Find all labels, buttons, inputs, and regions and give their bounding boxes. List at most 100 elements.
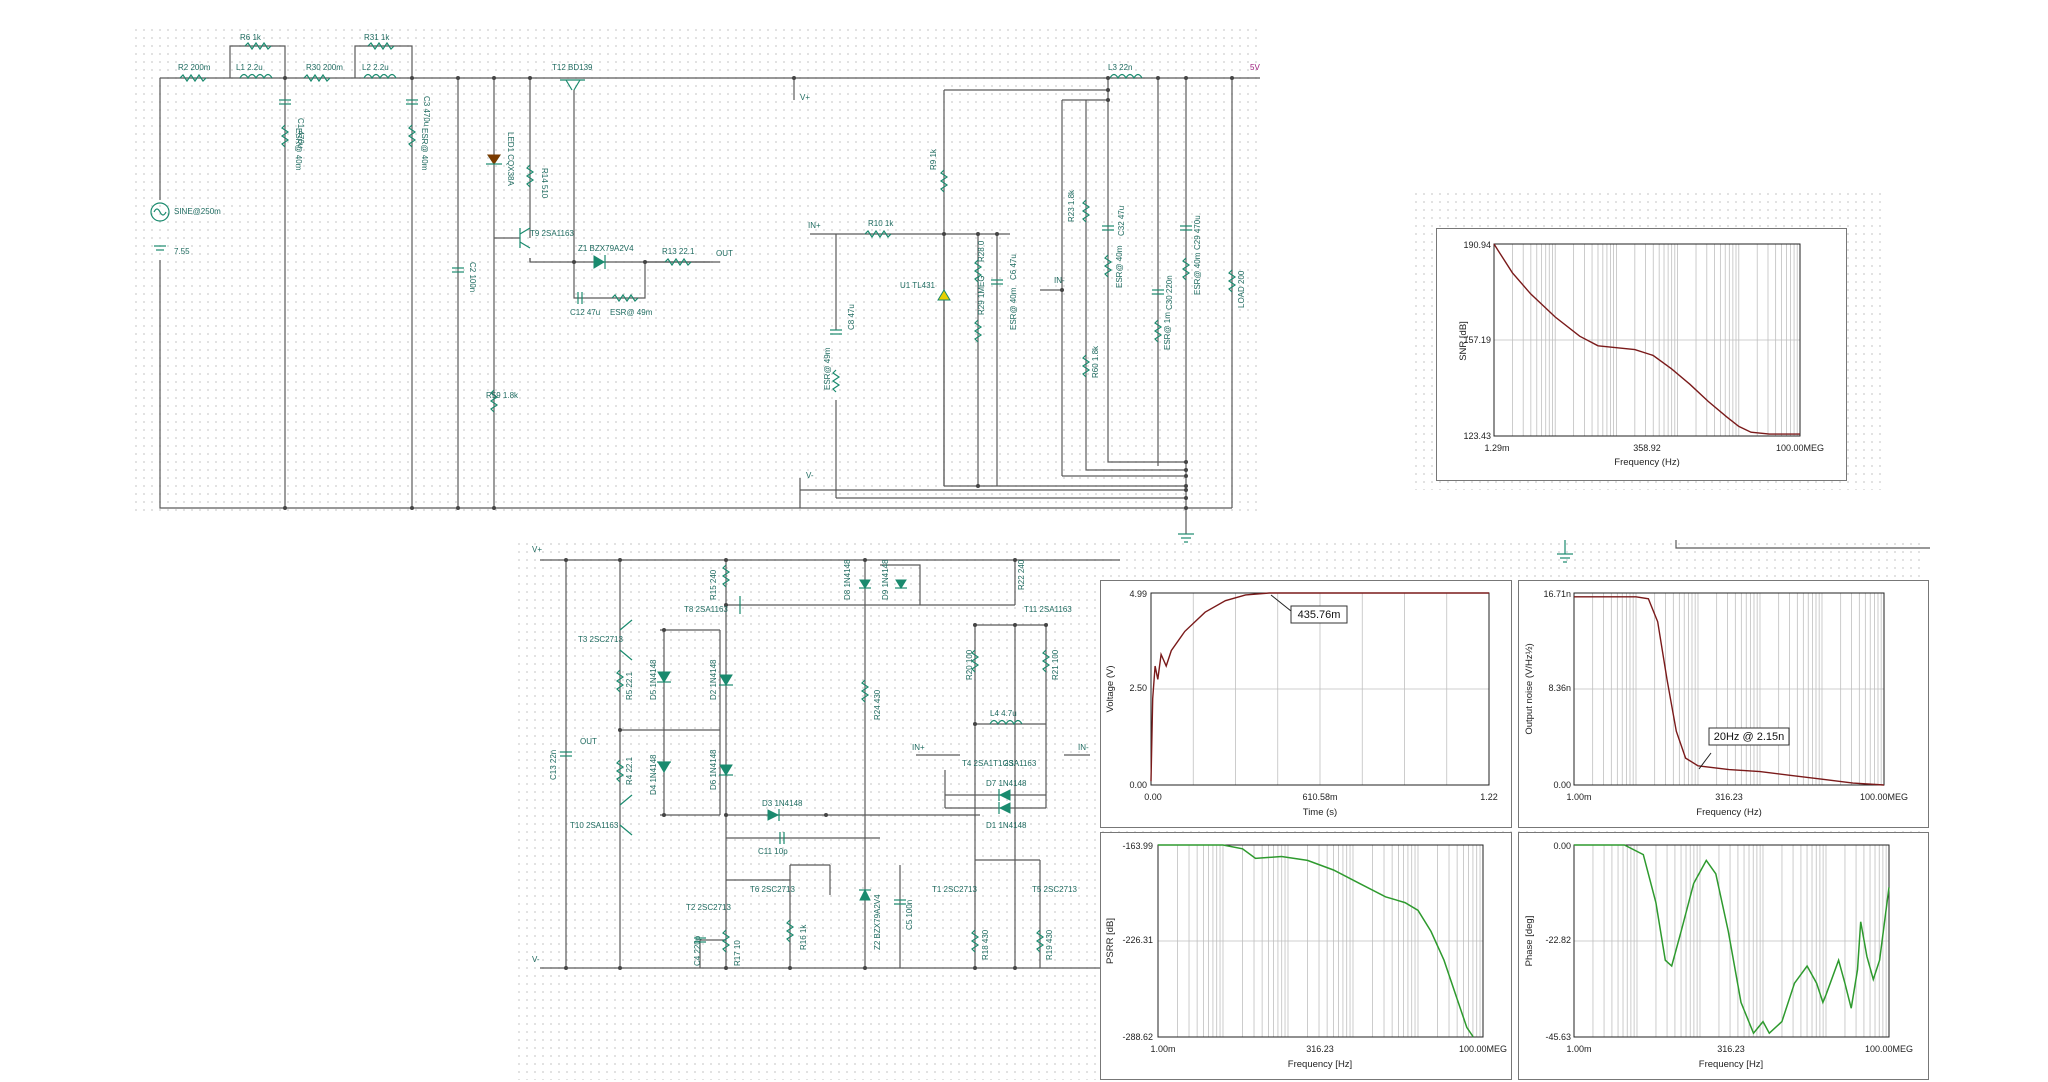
label-r23: R23 1.8k: [1067, 189, 1076, 222]
psrr-chart[interactable]: -163.99 -226.31 -288.62 1.00m 316.23 100…: [1101, 833, 1513, 1081]
schematic-top-sheet: [132, 26, 1262, 516]
voltage-callout: 435.76m: [1290, 605, 1348, 624]
top-junctions: [283, 76, 1234, 510]
psrr-chart-panel[interactable]: -163.99 -226.31 -288.62 1.00m 316.23 100…: [1100, 832, 1512, 1080]
noise-chart-panel[interactable]: 16.71n 8.36n 0.00 1.00m 316.23 100.00MEG…: [1518, 580, 1929, 828]
label-r5: R5 22.1: [625, 671, 634, 700]
noise-callout-text: 20Hz @ 2.15n: [1714, 731, 1785, 743]
label-r60: R60 1.8k: [1091, 345, 1100, 378]
label-t3: T3 2SC2713: [578, 635, 623, 644]
snr-grid: [1493, 244, 1800, 436]
label-esr6: ESR@ 40m: [1115, 245, 1124, 288]
snr-xtick-1: 358.92: [1633, 443, 1661, 453]
snr-ylabel: SNR [dB]: [1458, 321, 1469, 361]
label-5v: 5V: [1250, 63, 1260, 72]
psrr-grid: [1157, 845, 1483, 1037]
label-c29: C29 470u: [1193, 215, 1202, 250]
label-l3: L3 22n: [1108, 63, 1132, 72]
label-load: LOAD 200: [1237, 270, 1246, 308]
label-esr8: ESR@ 40m: [1193, 252, 1202, 295]
label-r19: R19 430: [1045, 929, 1054, 960]
snr-xtick-0: 1.29m: [1484, 443, 1509, 453]
top-labels: R2 200m R6 1k L1 2.2u R30 200m R31 1k L2…: [174, 33, 1260, 480]
label-top-out: OUT: [716, 249, 733, 258]
snr-chart[interactable]: 190.94 157.19 123.43 1.29m 358.92 100.00…: [1437, 229, 1848, 482]
label-r18: R18 430: [981, 929, 990, 960]
voltage-callout-text: 435.76m: [1298, 609, 1341, 621]
label-r14: R14 510: [540, 168, 549, 199]
label-top-vminus: V-: [806, 471, 814, 480]
noise-callout: 20Hz @ 2.15n: [1708, 727, 1790, 746]
voltage-xtick-2: 1.22: [1480, 792, 1498, 802]
label-c1: C1 470u: [296, 118, 305, 148]
noise-xtick-0: 1.00m: [1566, 792, 1591, 802]
label-bot-inm: IN-: [1078, 743, 1089, 752]
noise-ytick-2: 0.00: [1553, 780, 1571, 790]
voltage-ytick-1: 2.50: [1129, 683, 1147, 693]
phase-plot-frame: [1573, 844, 1890, 1038]
label-d8: D8 1N4148: [843, 559, 852, 600]
phase-ytick-2: -45.63: [1545, 1032, 1571, 1042]
label-t9: T9 2SA1163: [530, 229, 574, 238]
label-r15: R15 240: [709, 569, 718, 600]
label-c6: C6 47u: [1009, 254, 1018, 280]
bottom-components: [560, 564, 1051, 953]
label-r59: R59 1.8k: [486, 391, 519, 400]
noise-grid: [1573, 593, 1884, 785]
label-z1: Z1 BZX79A2V4: [578, 244, 634, 253]
phase-chart-panel[interactable]: 0.00 -22.82 -45.63 1.00m 316.23 100.00ME…: [1518, 832, 1929, 1080]
voltage-chart-panel[interactable]: 4.99 2.50 0.00 0.00 610.58m 1.22 Time (s…: [1100, 580, 1512, 828]
psrr-series-line: [1158, 844, 1474, 1038]
snr-ytick-0: 190.94: [1463, 240, 1491, 250]
label-t4: T4 2SA1T1G3: [962, 759, 1014, 768]
psrr-plot-frame: [1157, 844, 1484, 1038]
psrr-ylabel: PSRR [dB]: [1105, 918, 1116, 964]
label-c12: C12 47u: [570, 308, 600, 317]
label-bot-out: OUT: [580, 737, 597, 746]
label-bot-vminus: V-: [532, 955, 540, 964]
label-top-vplus: V+: [800, 93, 810, 102]
label-d4: D4 1N4148: [649, 754, 658, 795]
label-esr3: ESR@ 49m: [610, 308, 653, 317]
noise-chart[interactable]: 16.71n 8.36n 0.00 1.00m 316.23 100.00MEG…: [1519, 581, 1930, 829]
noise-ylabel: Output noise (V/Hz½): [1524, 643, 1535, 734]
label-top-inp: IN+: [808, 221, 821, 230]
phase-series-line: [1574, 844, 1890, 1035]
label-z2: Z2 BZX79A2V4: [873, 894, 882, 950]
noise-plot-frame: [1573, 592, 1885, 786]
label-c5: C5 100n: [905, 900, 914, 930]
bottom-junctions: [564, 558, 1048, 970]
snr-series-line: [1493, 243, 1800, 435]
top-wires: [159, 45, 1260, 530]
label-r13: R13 22.1: [662, 247, 695, 256]
voltage-chart[interactable]: 4.99 2.50 0.00 0.00 610.58m 1.22 Time (s…: [1101, 581, 1513, 829]
label-r24: R24 430: [873, 689, 882, 720]
noise-xtick-2: 100.00MEG: [1860, 792, 1908, 802]
label-c30: C30 220n: [1165, 275, 1174, 310]
noise-series-line: [1574, 596, 1885, 786]
label-c32: C32 47u: [1117, 206, 1126, 236]
label-r16: R16 1k: [799, 924, 808, 950]
psrr-ytick-1: -226.31: [1122, 935, 1153, 945]
phase-chart[interactable]: 0.00 -22.82 -45.63 1.00m 316.23 100.00ME…: [1519, 833, 1930, 1081]
noise-ytick-0: 16.71n: [1543, 589, 1571, 599]
label-bot-inp: IN+: [912, 743, 925, 752]
label-u1: U1 TL431: [900, 281, 936, 290]
label-d5: D5 1N4148: [649, 659, 658, 700]
label-d3: D3 1N4148: [762, 799, 803, 808]
label-r4: R4 22.1: [625, 756, 634, 785]
label-esr4: ESR@ 40m: [1009, 287, 1018, 330]
label-d7: D7 1N4148: [986, 779, 1027, 788]
label-d2: D2 1N4148: [709, 659, 718, 700]
voltage-callout-leader: [1270, 594, 1292, 612]
bottom-wires: [540, 559, 1120, 969]
top-components: [150, 41, 1930, 563]
snr-chart-panel[interactable]: 190.94 157.19 123.43 1.29m 358.92 100.00…: [1436, 228, 1847, 481]
noise-xlabel: Frequency (Hz): [1696, 807, 1761, 818]
phase-ylabel: Phase [deg]: [1524, 916, 1535, 967]
label-r2: R2 200m: [178, 63, 211, 72]
psrr-xtick-1: 316.23: [1306, 1044, 1334, 1054]
label-r20: R20 100: [965, 649, 974, 680]
label-r6: R6 1k: [240, 33, 262, 42]
